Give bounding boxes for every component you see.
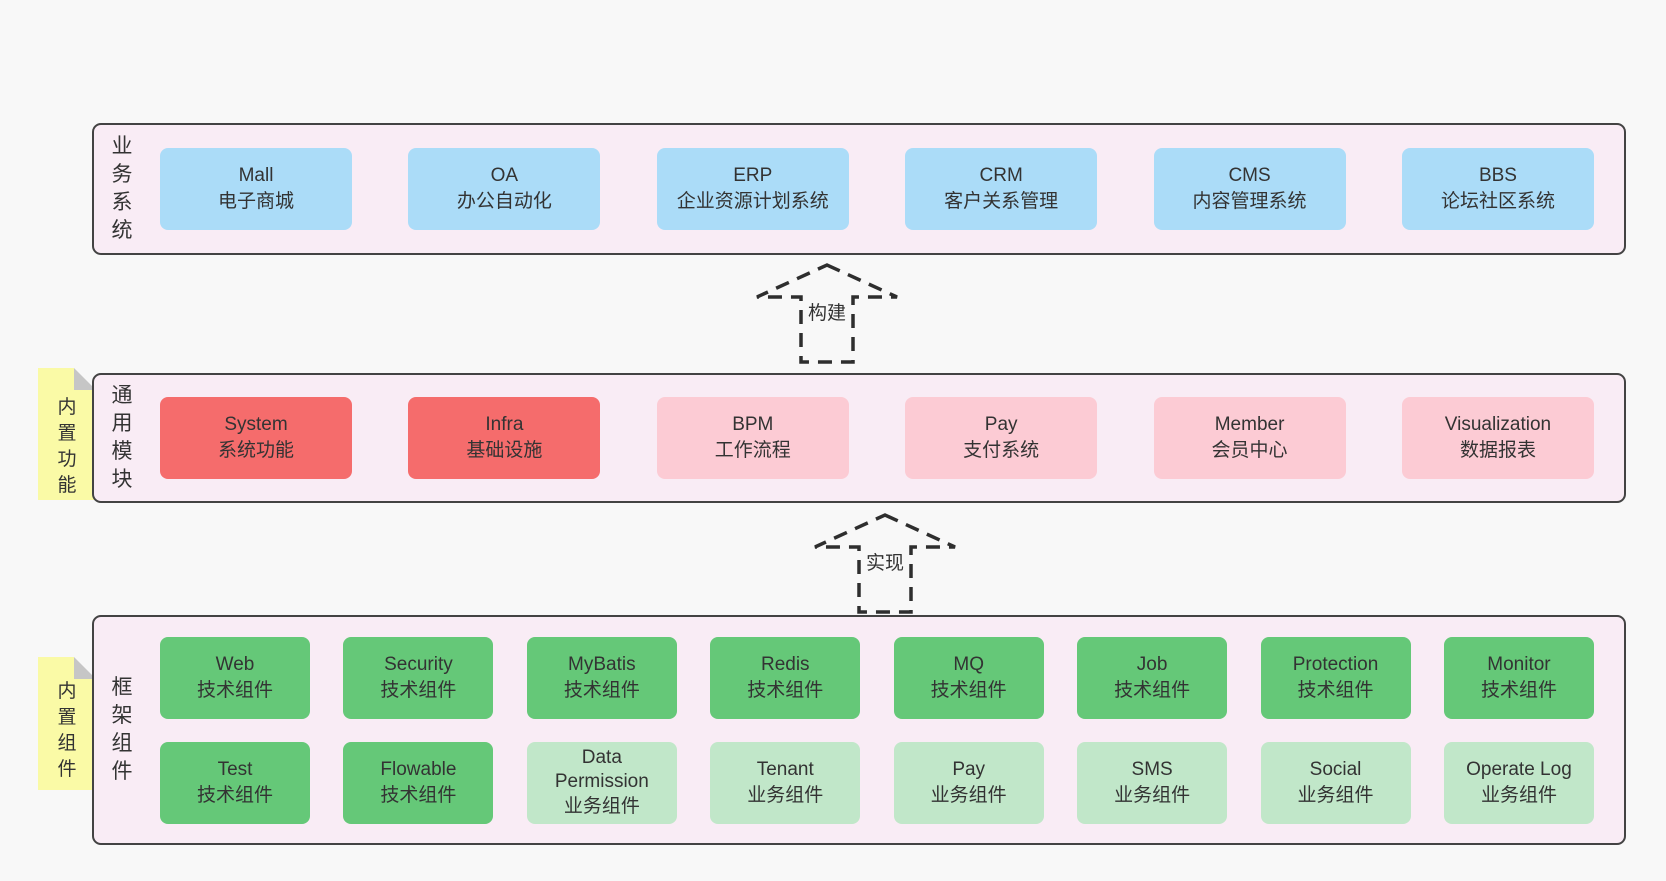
box-data-permission: Data Permission 业务组件 <box>526 741 677 824</box>
box-job: Job 技术组件 <box>1077 636 1228 719</box>
box-redis: Redis 技术组件 <box>710 636 861 719</box>
arrow-implement-shape <box>814 513 956 614</box>
box-mybatis: MyBatis 技术组件 <box>526 636 677 719</box>
section-label-business-systems: 业务系统 <box>111 135 133 242</box>
sticky-note-builtin-features: 内置功能 <box>38 368 96 500</box>
section-label-common-modules: 通用模块 <box>111 384 133 491</box>
common-modules-row: System 系统功能 Infra 基础设施 BPM 工作流程 Pay 支付系统… <box>160 397 1594 479</box>
box-crm: CRM 客户关系管理 <box>905 148 1098 230</box>
arrow-build-label: 构建 <box>808 302 846 324</box>
tech-components-row: Web 技术组件 Security 技术组件 MyBatis 技术组件 Redi… <box>160 636 1594 719</box>
box-sms: SMS 业务组件 <box>1077 741 1228 824</box>
box-social: Social 业务组件 <box>1260 741 1411 824</box>
box-system: System 系统功能 <box>160 397 352 479</box>
box-visualization: Visualization 数据报表 <box>1401 397 1594 479</box>
box-monitor: Monitor 技术组件 <box>1443 636 1594 719</box>
box-pay: Pay 支付系统 <box>905 397 1098 479</box>
box-security: Security 技术组件 <box>343 636 494 719</box>
section-framework-components: 框架组件 Web 技术组件 Security 技术组件 MyBatis 技术组件… <box>92 615 1626 845</box>
box-flowable: Flowable 技术组件 <box>343 741 494 824</box>
section-common-modules: 通用模块 System 系统功能 Infra 基础设施 BPM 工作流程 Pay… <box>92 373 1626 503</box>
box-web: Web 技术组件 <box>160 636 310 719</box>
arrow-build: 构建 <box>745 256 910 368</box>
section-business-systems: 业务系统 Mall 电子商城 OA 办公自动化 ERP 企业资源计划系统 CRM… <box>92 123 1626 255</box>
box-bpm: BPM 工作流程 <box>656 397 849 479</box>
arrow-implement-label: 实现 <box>866 552 904 574</box>
box-cms: CMS 内容管理系统 <box>1153 148 1346 230</box>
box-tenant: Tenant 业务组件 <box>710 741 861 824</box>
box-oa: OA 办公自动化 <box>408 148 601 230</box>
section-label-framework-components: 框架组件 <box>111 676 133 783</box>
sticky-note-label: 内置功能 <box>57 397 77 496</box>
arrow-build-shape <box>756 263 898 364</box>
box-operate-log: Operate Log 业务组件 <box>1443 741 1594 824</box>
box-mall: Mall 电子商城 <box>160 148 352 230</box>
box-test: Test 技术组件 <box>160 741 310 824</box>
box-mq: MQ 技术组件 <box>893 636 1044 719</box>
sticky-note-label: 内置组件 <box>57 681 77 780</box>
box-member: Member 会员中心 <box>1153 397 1346 479</box>
box-erp: ERP 企业资源计划系统 <box>656 148 849 230</box>
framework-components-rows: Web 技术组件 Security 技术组件 MyBatis 技术组件 Redi… <box>160 636 1594 824</box>
sticky-note-builtin-components: 内置组件 <box>38 657 96 790</box>
box-bbs: BBS 论坛社区系统 <box>1401 148 1594 230</box>
box-pay-biz: Pay 业务组件 <box>893 741 1044 824</box>
biz-components-row: Test 技术组件 Flowable 技术组件 Data Permission … <box>160 741 1594 824</box>
business-systems-row: Mall 电子商城 OA 办公自动化 ERP 企业资源计划系统 CRM 客户关系… <box>160 148 1594 230</box>
box-protection: Protection 技术组件 <box>1260 636 1411 719</box>
box-infra: Infra 基础设施 <box>408 397 601 479</box>
arrow-implement: 实现 <box>803 506 968 618</box>
